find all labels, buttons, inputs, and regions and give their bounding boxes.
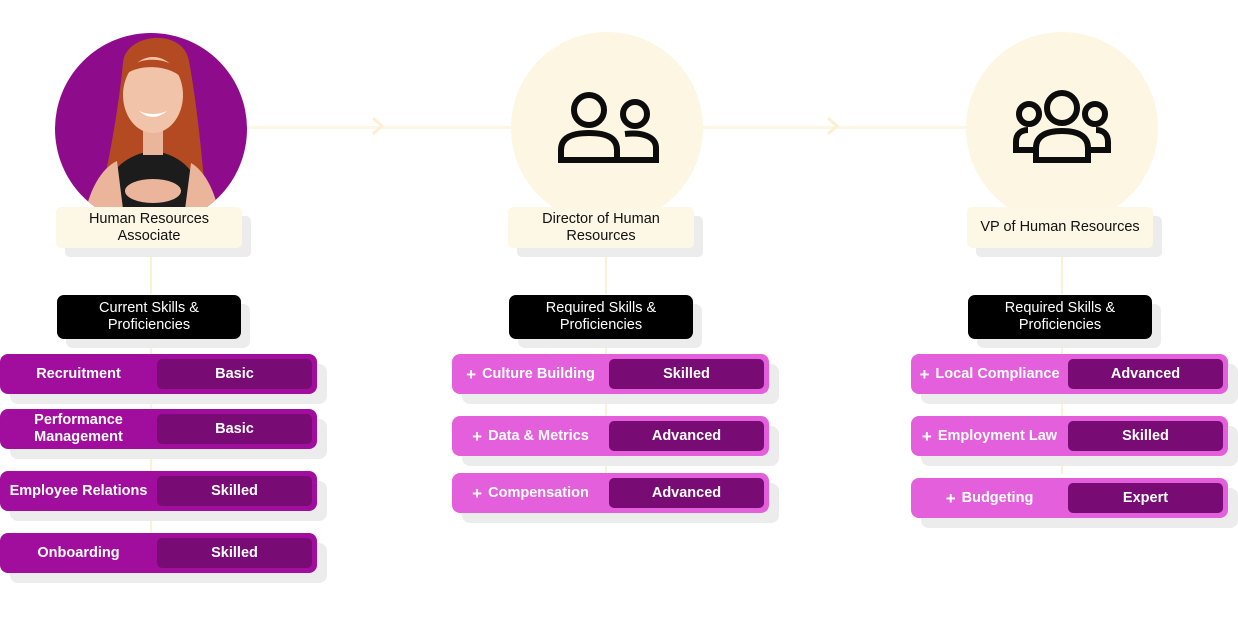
vertical-guide [605, 339, 607, 474]
plus-icon: + [472, 426, 483, 446]
skill-row: +Budgeting Expert [911, 478, 1228, 518]
skill-level: Advanced [609, 421, 764, 451]
role-icon-circle [966, 32, 1158, 224]
skill-row: Recruitment Basic [0, 354, 317, 394]
two-users-icon [558, 92, 659, 163]
skill-level: Skilled [1068, 421, 1223, 451]
skill-name: Employee Relations [9, 482, 148, 499]
skill-row: +Culture Building Skilled [452, 354, 769, 394]
skill-row: Performance Management Basic [0, 409, 317, 449]
chevron-right-icon [372, 116, 385, 136]
plus-icon: + [945, 488, 956, 508]
skill-level: Skilled [157, 538, 312, 568]
vertical-guide [605, 246, 607, 294]
skill-name: +Compensation [472, 483, 589, 503]
skill-row: Employee Relations Skilled [0, 471, 317, 511]
skill-name: +Data & Metrics [472, 426, 589, 446]
skill-level: Skilled [609, 359, 764, 389]
skill-row: +Compensation Advanced [452, 473, 769, 513]
plus-icon: + [919, 364, 930, 384]
skill-level: Basic [157, 359, 312, 389]
skills-header: Required Skills & Proficiencies [968, 295, 1152, 339]
skill-name: +Local Compliance [919, 364, 1060, 384]
role-title-card: VP of Human Resources [967, 207, 1153, 248]
skill-row: Onboarding Skilled [0, 533, 317, 573]
skill-name: +Culture Building [466, 364, 595, 384]
vertical-guide [1061, 246, 1063, 294]
role-title-card: Director of Human Resources [508, 207, 694, 248]
skills-header: Required Skills & Proficiencies [509, 295, 693, 339]
plus-icon: + [921, 426, 932, 446]
skill-name: Recruitment [36, 365, 121, 382]
skill-level: Skilled [157, 476, 312, 506]
skill-level: Advanced [609, 478, 764, 508]
chevron-right-icon [827, 116, 840, 136]
person-avatar [55, 33, 247, 225]
skill-name: +Employment Law [921, 426, 1058, 446]
skill-name: Performance Management [34, 412, 123, 445]
skill-level: Expert [1068, 483, 1223, 513]
skill-level: Advanced [1068, 359, 1223, 389]
skill-row: +Data & Metrics Advanced [452, 416, 769, 456]
plus-icon: + [466, 364, 477, 384]
vertical-guide [1061, 339, 1063, 474]
skill-row: +Local Compliance Advanced [911, 354, 1228, 394]
skill-name: +Budgeting [945, 488, 1034, 508]
three-users-icon [1013, 90, 1111, 163]
skill-level: Basic [157, 414, 312, 444]
skills-header: Current Skills & Proficiencies [57, 295, 241, 339]
plus-icon: + [472, 483, 483, 503]
role-icon-circle [511, 32, 703, 224]
skill-name: Onboarding [37, 544, 120, 561]
role-title-card: Human Resources Associate [56, 207, 242, 248]
skill-row: +Employment Law Skilled [911, 416, 1228, 456]
vertical-guide [150, 246, 152, 294]
